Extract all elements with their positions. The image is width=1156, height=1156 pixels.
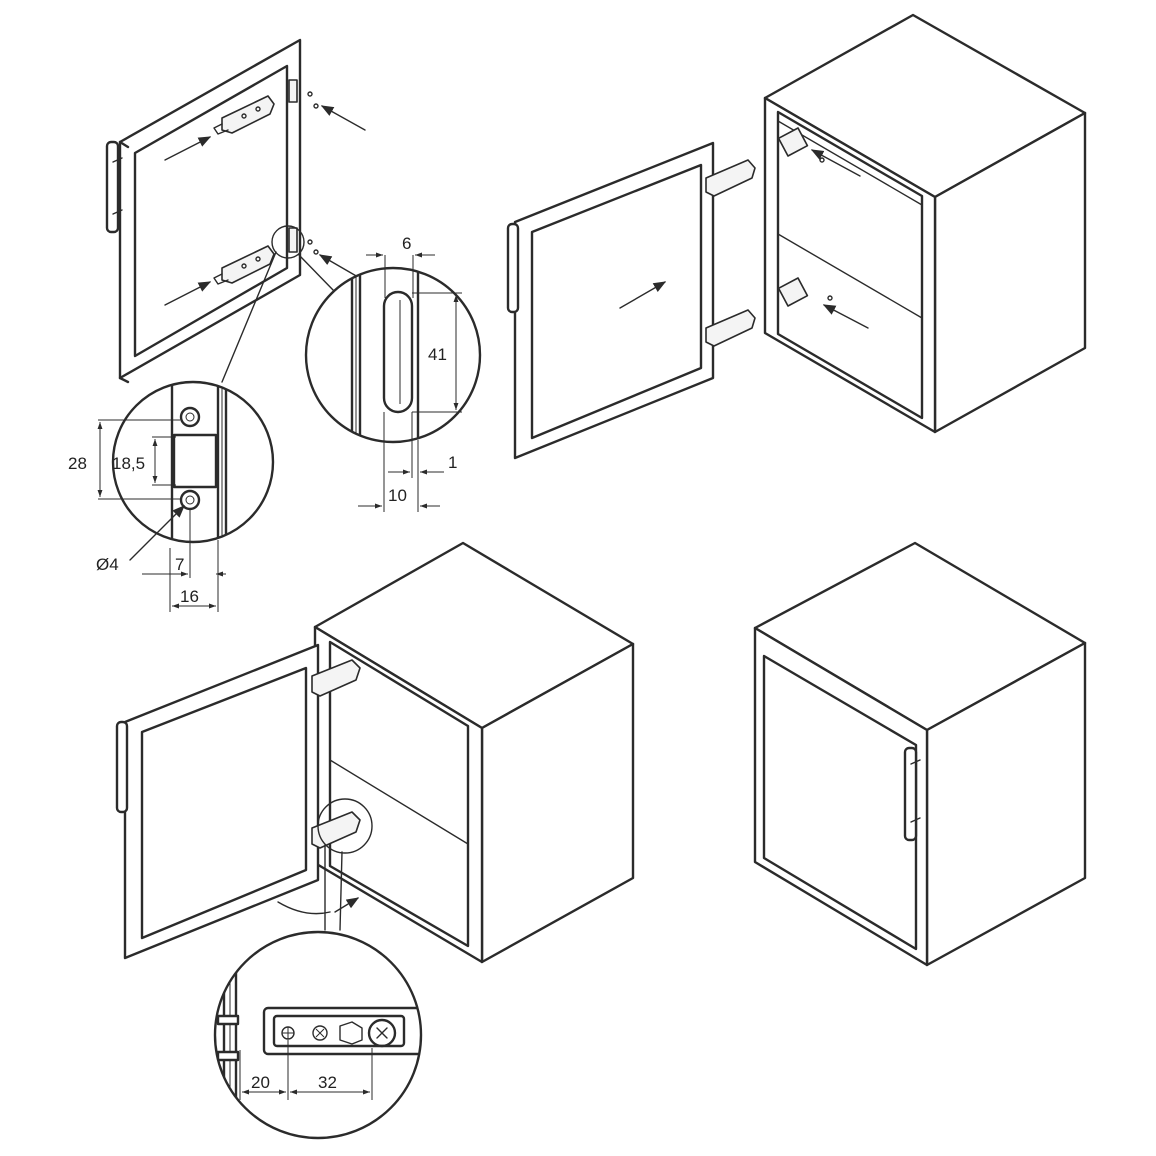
dim-6: 6 bbox=[402, 234, 411, 253]
door3-detail-marker bbox=[317, 798, 373, 854]
arrow-insert-top bbox=[164, 136, 212, 161]
panel-closed-cabinet bbox=[753, 541, 1087, 967]
detail-hinge-spacing: 20 32 bbox=[213, 930, 423, 1140]
detail-slot-dimensions: 6 41 1 10 bbox=[304, 234, 482, 512]
arrow-swing bbox=[334, 897, 360, 913]
door-frame bbox=[118, 38, 302, 380]
door2-handle bbox=[506, 222, 520, 314]
cabinet-plate-top bbox=[777, 127, 809, 157]
dim-41: 41 bbox=[428, 345, 447, 364]
door3-frame bbox=[123, 643, 320, 960]
door3-hinge-bottom bbox=[311, 811, 361, 849]
mount-plate-bottom bbox=[288, 227, 298, 253]
swing-arc bbox=[277, 901, 331, 915]
arrow-screw-bottom bbox=[318, 254, 359, 278]
door2-frame bbox=[513, 141, 715, 460]
door2-inner bbox=[530, 163, 703, 440]
panel-door-attach bbox=[506, 13, 1087, 460]
detail-marker bbox=[271, 225, 305, 259]
arrow-screw-top bbox=[320, 105, 366, 131]
door3-hinge-top bbox=[311, 659, 361, 697]
hinge-top bbox=[213, 95, 275, 135]
dim-1: 1 bbox=[448, 453, 457, 472]
cabinet-opening bbox=[776, 110, 924, 420]
dim-20: 20 bbox=[251, 1073, 270, 1092]
door2-hinge-bottom bbox=[705, 309, 756, 347]
detail-c3-circle bbox=[213, 930, 423, 1140]
dim-10: 10 bbox=[388, 486, 407, 505]
cab3-opening bbox=[328, 640, 470, 948]
cab4-handle bbox=[903, 746, 921, 842]
door-handle bbox=[105, 140, 123, 234]
mount-plate-top bbox=[288, 79, 298, 103]
arrow-insert-bottom bbox=[164, 281, 212, 306]
cab4-front bbox=[753, 626, 929, 967]
dim-32: 32 bbox=[318, 1073, 337, 1092]
arrow-cab-bottom bbox=[822, 304, 869, 329]
cabinet-front bbox=[763, 96, 937, 434]
dim-7: 7 bbox=[175, 555, 184, 574]
door3-handle bbox=[115, 720, 129, 814]
dim-16: 16 bbox=[180, 587, 199, 606]
arrow-cab-top bbox=[810, 149, 861, 177]
hinge-bottom bbox=[213, 245, 275, 285]
panel-door-hinges bbox=[105, 38, 366, 384]
dim-28: 28 bbox=[68, 454, 87, 473]
detail-plate-position: 28 18,5 Ø4 7 16 bbox=[68, 380, 275, 612]
cab3-shelf-back bbox=[329, 759, 469, 845]
cabinet-plate-bottom bbox=[777, 277, 809, 307]
dim-diameter-4: Ø4 bbox=[96, 555, 119, 574]
door2-hinge-top bbox=[705, 159, 756, 197]
door-panel-inner bbox=[133, 64, 289, 358]
dim-18-5: 18,5 bbox=[112, 454, 145, 473]
cab4-door-inner bbox=[762, 654, 918, 951]
arrow-door-move bbox=[619, 281, 667, 309]
panel-door-open bbox=[115, 541, 635, 964]
door3-inner bbox=[140, 666, 308, 940]
cabinet-shelf bbox=[777, 233, 923, 319]
